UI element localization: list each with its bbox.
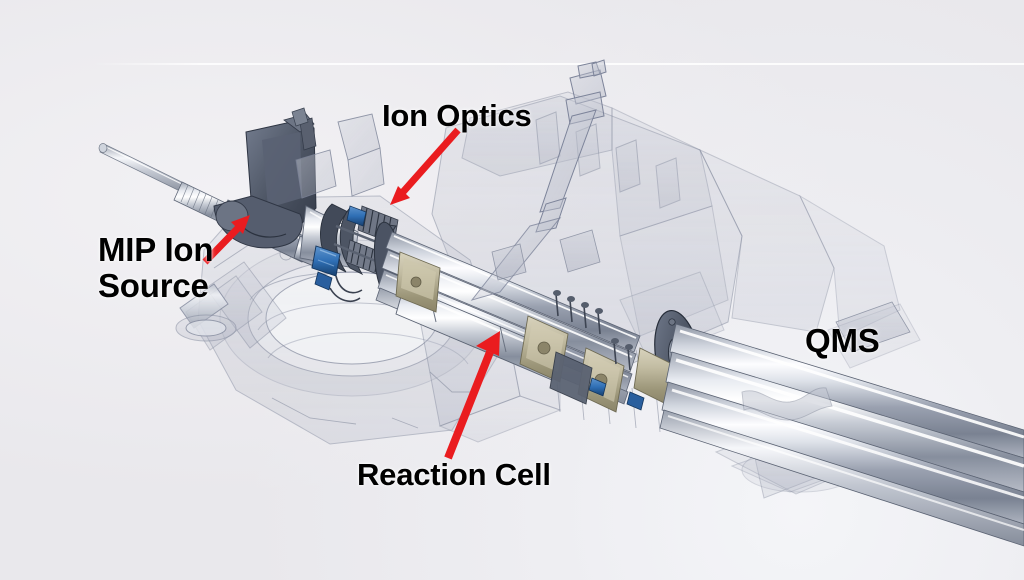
optics-wiring — [329, 275, 363, 302]
reaction-cell-assembly — [373, 221, 647, 413]
reaction-cell-feedthrough-2 — [626, 391, 645, 411]
quadrupole-rods — [659, 323, 1024, 547]
qms-assembly — [633, 309, 1024, 547]
chamber-bracket-ghost — [295, 113, 385, 199]
background-hairline — [92, 63, 1024, 65]
clamp-pins — [555, 293, 645, 377]
arrow-mip-ion-source — [202, 215, 250, 265]
label-reaction-cell: Reaction Cell — [357, 457, 551, 492]
label-qms: QMS — [805, 322, 880, 359]
misc-ghost-parts — [491, 229, 911, 353]
clamp-pin-heads — [553, 290, 647, 356]
label-mip-ion-source: MIP Ion Source — [98, 231, 214, 304]
label-ion-optics: Ion Optics — [382, 98, 532, 133]
arrow-ion-optics — [390, 127, 461, 205]
feedthrough-connector-blue-3 — [314, 271, 333, 291]
cell-support-bracket — [549, 351, 593, 405]
arrow-reaction-cell — [444, 331, 500, 460]
qms-ghost-saddle — [741, 387, 833, 421]
reaction-cell-feedthrough — [588, 377, 607, 397]
mip-ion-source — [98, 107, 323, 267]
feedthrough-connector-blue-2 — [346, 205, 367, 227]
mip-mounting-flange — [213, 113, 317, 249]
mip-gas-inlet — [291, 107, 309, 127]
